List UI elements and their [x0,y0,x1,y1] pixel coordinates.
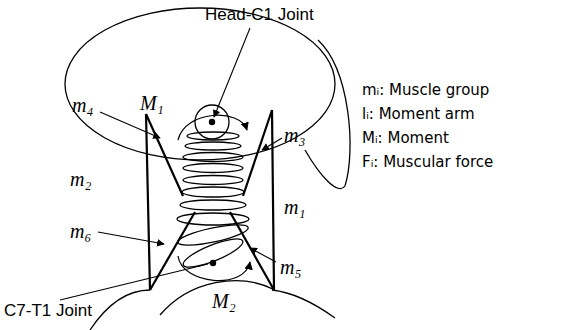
leader-line [60,264,208,300]
muscle-label: m₃ [284,124,305,146]
face-outline [305,40,350,189]
joint-label: C7-T1 Joint [4,302,92,321]
muscle-label: m₆ [70,220,91,242]
moment-symbol: M₁ [140,92,164,114]
legend-text: Fᵢ: Muscular force [362,154,493,171]
leader-line [214,28,250,117]
muscle-label: m₁ [284,196,305,218]
trunk-line [160,281,275,315]
muscle-label: m₅ [280,256,301,278]
joint-dot [209,119,215,125]
muscle-label: m₂ [70,168,91,190]
shoulder-left [90,290,150,330]
moment-arrow [178,115,247,140]
leader-line [98,232,164,244]
leader-line [100,112,160,138]
moment-symbol: M₂ [212,290,236,312]
legend-text: Mᵢ: Moment [362,130,449,147]
head-outline [65,8,335,160]
muscle-label: m₄ [72,94,93,116]
shoulder-right [272,290,335,318]
leader-line [262,138,282,150]
legend-text: lᵢ: Moment arm [362,106,475,123]
legend-text: mᵢ: Muscle group [362,82,489,99]
muscle-lines [146,110,274,290]
joint-dot [210,260,216,266]
vertebrae [176,132,249,272]
joint-label: Head-C1 Joint [205,6,314,25]
joint-circle [195,105,229,139]
leader-line [250,248,276,262]
